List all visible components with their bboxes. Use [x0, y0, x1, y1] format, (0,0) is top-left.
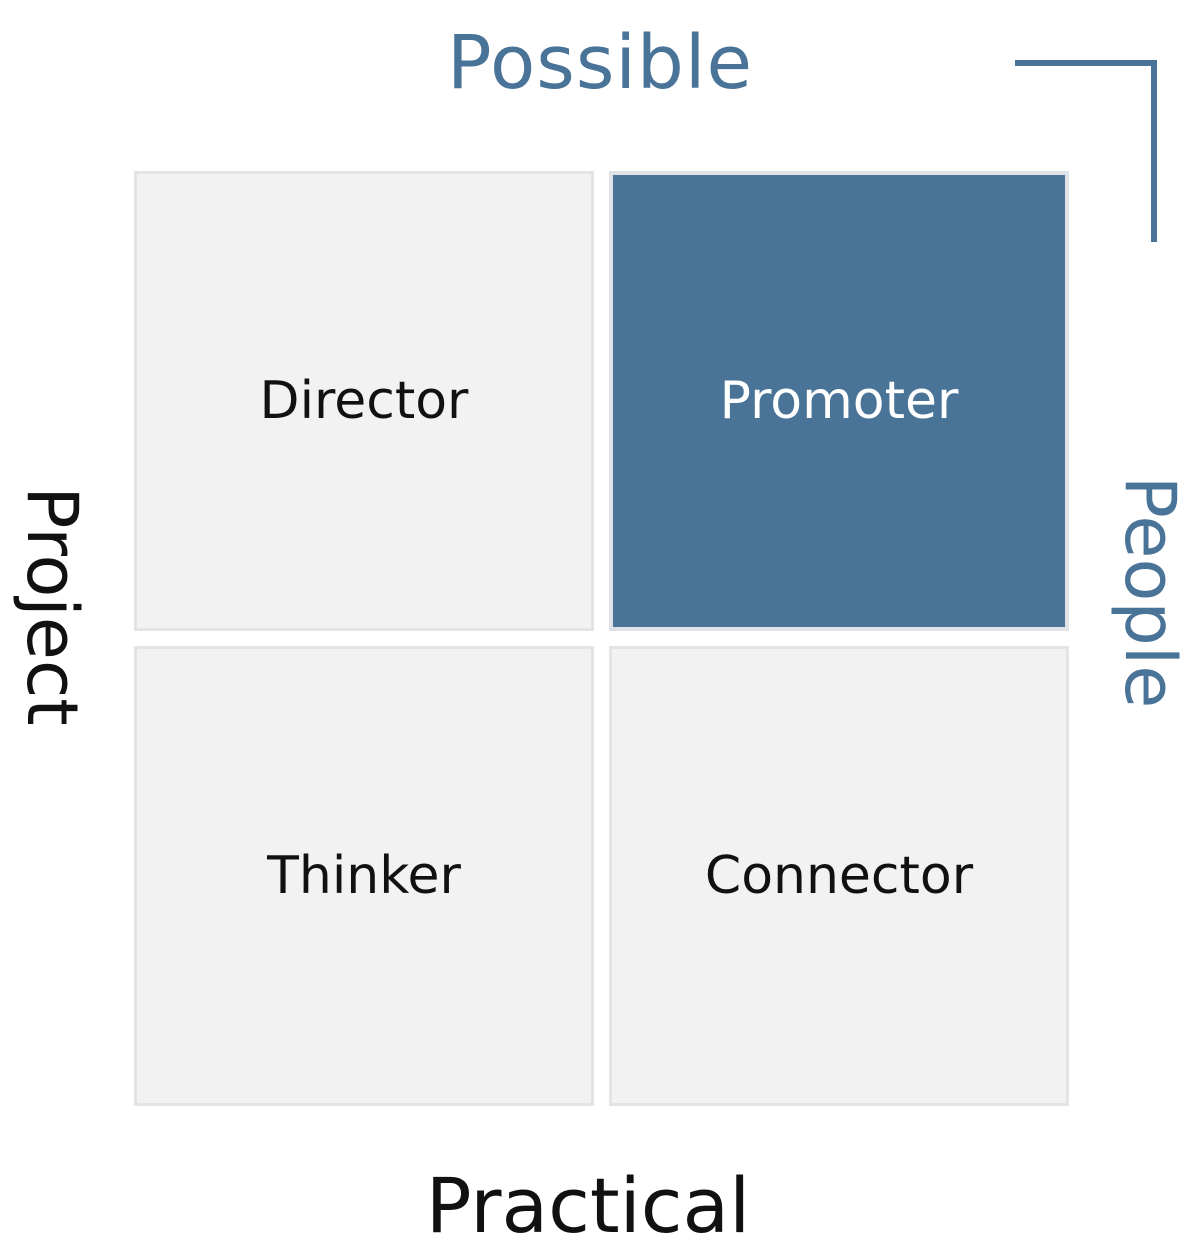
- quadrant-label: Director: [259, 371, 469, 431]
- axis-label-bottom: Practical: [425, 1161, 751, 1250]
- axis-label-left: Project: [11, 486, 93, 726]
- quadrant-top-left: Director: [134, 171, 594, 631]
- axis-label-right: People: [1109, 475, 1191, 709]
- quadrant-bottom-left: Thinker: [134, 646, 594, 1106]
- quadrant-top-right-highlighted: Promoter: [609, 171, 1069, 631]
- corner-bracket-icon: [1015, 60, 1157, 242]
- quadrant-label: Connector: [704, 846, 974, 906]
- quadrant-bottom-right: Connector: [609, 646, 1069, 1106]
- quadrant-label: Thinker: [267, 846, 461, 906]
- quadrant-label: Promoter: [719, 371, 959, 431]
- axis-label-top: Possible: [447, 20, 753, 106]
